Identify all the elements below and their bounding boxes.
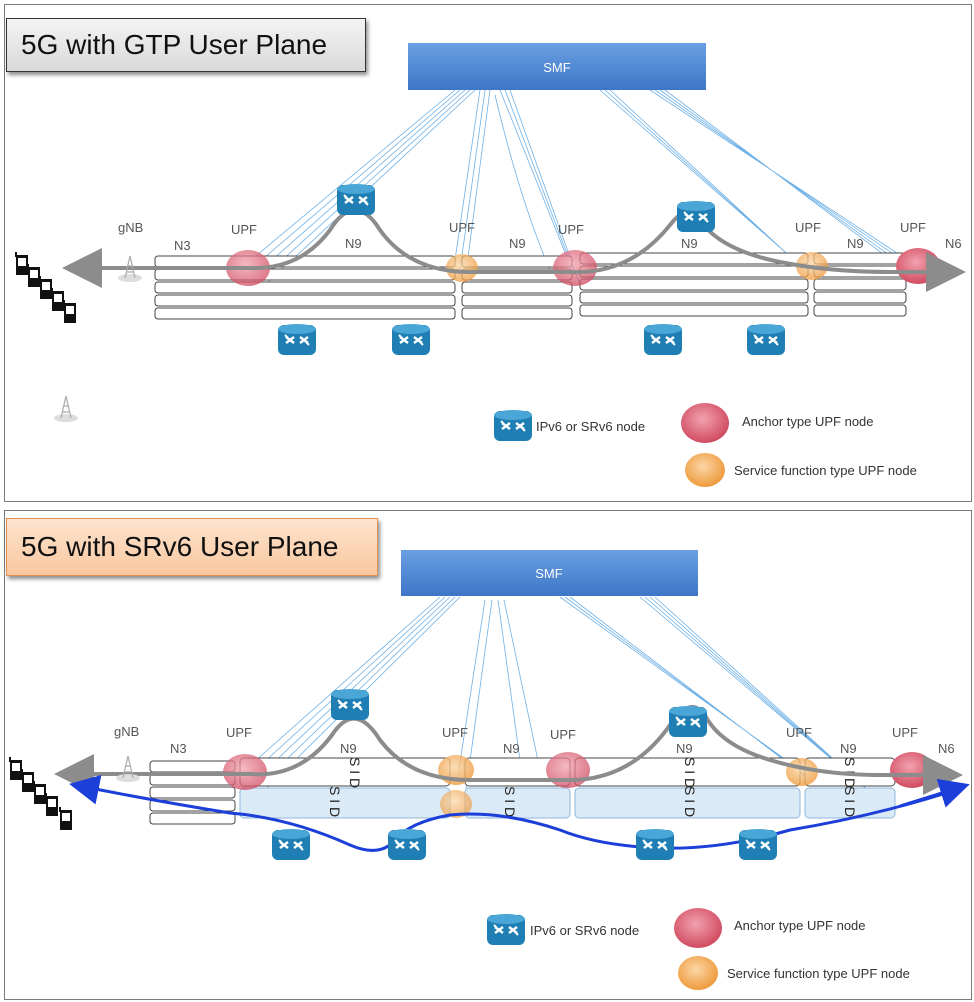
gtp-ue-phones (15, 252, 76, 323)
gtp-router-top-2 (675, 199, 717, 234)
srv6-router-top-1 (329, 687, 371, 722)
srv6-n9-label-2: N9 (503, 741, 520, 756)
gtp-n9-label-2: N9 (509, 236, 526, 251)
srv6-upf-label-4: UPF (786, 725, 812, 740)
srv6-legend-ipv6: IPv6 or SRv6 node (530, 923, 639, 938)
srv6-legend-service: Service function type UPF node (727, 966, 910, 981)
gtp-diagram: SMF (15, 43, 966, 487)
gtp-n6-label: N6 (945, 236, 962, 251)
svg-text:S I D: S I D (682, 786, 698, 817)
gtp-n9-label-1: N9 (345, 236, 362, 251)
srv6-signaling-lines (244, 596, 896, 816)
srv6-diagram: SMF S I D S I D S I D S I D S I D S I D (9, 550, 970, 990)
gtp-upf-label-5: UPF (900, 220, 926, 235)
gtp-router-bottom-1 (276, 322, 318, 357)
srv6-title: 5G with SRv6 User Plane (6, 518, 378, 576)
srv6-gnb-label: gNB (114, 724, 139, 739)
srv6-router-bottom-2 (386, 827, 428, 862)
gtp-upf-service-1 (446, 254, 478, 282)
gtp-upf-label-1: UPF (231, 222, 257, 237)
gtp-router-bottom-2 (390, 322, 432, 357)
srv6-upf-label-2: UPF (442, 725, 468, 740)
gtp-legend-anchor-icon (681, 403, 729, 443)
srv6-upf-service-2 (786, 758, 818, 786)
srv6-legend-router-icon (485, 912, 527, 947)
gtp-router-bottom-4 (745, 322, 787, 357)
srv6-upf-label-3: UPF (550, 727, 576, 742)
gtp-smf-box (408, 43, 706, 90)
srv6-blue-path (69, 774, 963, 852)
gtp-upf-label-4: UPF (795, 220, 821, 235)
srv6-legend-anchor-icon (674, 908, 722, 948)
gtp-legend-service: Service function type UPF node (734, 463, 917, 478)
srv6-gray-path (54, 705, 930, 794)
srv6-router-top-2 (667, 704, 709, 739)
gtp-smf-label: SMF (543, 60, 571, 75)
srv6-upf-service-1b (440, 790, 472, 818)
srv6-n6-label: N6 (938, 741, 955, 756)
gtp-signaling-lines (244, 89, 916, 286)
gtp-upf-anchor-2 (553, 250, 597, 286)
svg-text:S I D: S I D (502, 786, 518, 817)
srv6-upf-label-1: UPF (226, 725, 252, 740)
srv6-n9-label-3: N9 (676, 741, 693, 756)
gtp-legend-anchor: Anchor type UPF node (742, 414, 874, 429)
srv6-router-bottom-4 (737, 827, 779, 862)
gtp-gnb-tower-icon-2 (53, 395, 79, 423)
srv6-upf-label-5: UPF (892, 725, 918, 740)
srv6-n9-label-1: N9 (340, 741, 357, 756)
gtp-n9-label-4: N9 (847, 236, 864, 251)
gtp-upf-label-3: UPF (558, 222, 584, 237)
svg-text:S I D: S I D (842, 786, 858, 817)
svg-text:S I D: S I D (347, 757, 363, 788)
svg-text:S I D: S I D (682, 757, 698, 788)
srv6-router-bottom-3 (634, 827, 676, 862)
gtp-n3-label: N3 (174, 238, 191, 253)
srv6-n3-label: N3 (170, 741, 187, 756)
gtp-gnb-label: gNB (118, 220, 143, 235)
gtp-n9-label-3: N9 (681, 236, 698, 251)
srv6-n9-label-4: N9 (840, 741, 857, 756)
gtp-legend-ipv6: IPv6 or SRv6 node (536, 419, 645, 434)
gtp-upf-label-2: UPF (449, 220, 475, 235)
srv6-router-bottom-1 (270, 827, 312, 862)
srv6-ue-phones (9, 757, 72, 830)
svg-text:S I D: S I D (327, 786, 343, 817)
srv6-upf-anchor-2 (546, 752, 590, 788)
gtp-legend-router-icon (492, 408, 534, 443)
srv6-legend-anchor: Anchor type UPF node (734, 918, 866, 933)
gtp-upf-anchor-3 (896, 248, 940, 284)
srv6-smf-label: SMF (535, 566, 563, 581)
gtp-router-bottom-3 (642, 322, 684, 357)
gtp-legend-service-icon (685, 453, 725, 487)
srv6-gnb-tower-icon (115, 755, 141, 783)
gtp-router-top-1 (335, 182, 377, 217)
gtp-data-path (62, 208, 930, 288)
srv6-smf-box (401, 550, 698, 596)
srv6-upf-anchor-3 (890, 752, 934, 788)
gtp-title: 5G with GTP User Plane (6, 18, 366, 72)
srv6-legend-service-icon (678, 956, 718, 990)
